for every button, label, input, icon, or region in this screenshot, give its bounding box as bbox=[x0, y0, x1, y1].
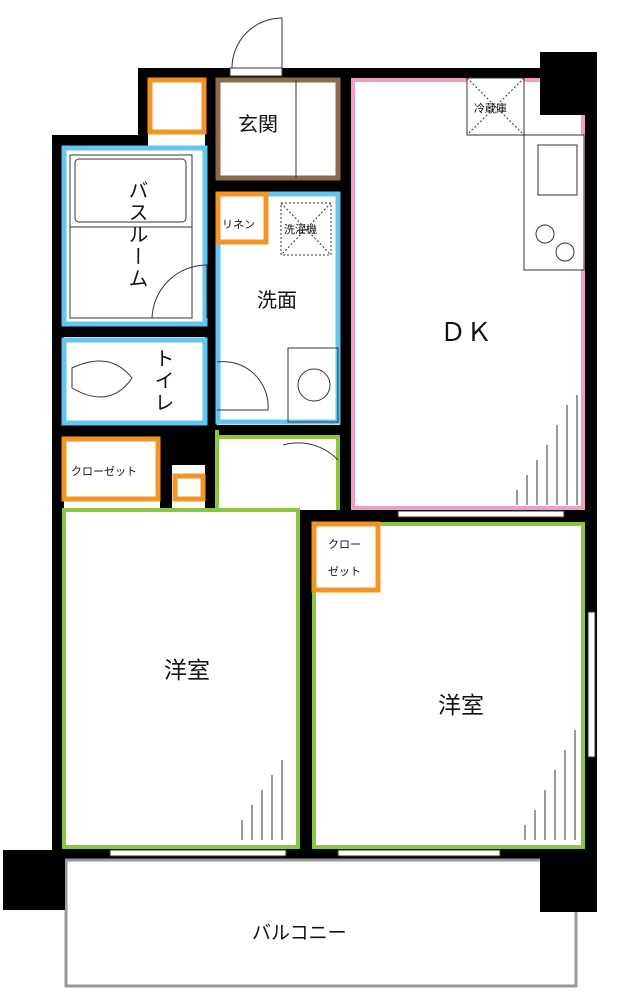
linen-label: リネン bbox=[222, 218, 255, 231]
entrance-closet bbox=[147, 77, 207, 135]
sink-icon bbox=[537, 144, 578, 196]
dk-label: ＤＫ bbox=[440, 318, 493, 348]
refrigerator-label: 冷蔵庫 bbox=[474, 102, 507, 115]
western-room-right-label: 洋室 bbox=[438, 693, 484, 719]
bathroom-area bbox=[61, 145, 208, 327]
closet-right-label-2: ゼット bbox=[328, 565, 361, 578]
western-room-left-label: 洋室 bbox=[164, 658, 210, 684]
kitchen-counter bbox=[523, 134, 585, 271]
washroom-label: 洗面 bbox=[257, 288, 297, 312]
entrance-label: 玄関 bbox=[238, 112, 278, 136]
stove-icon bbox=[535, 224, 555, 244]
closet-left bbox=[61, 436, 161, 502]
closet-right-label-1: クロー bbox=[328, 538, 361, 551]
washing-machine-label: 洗濯機 bbox=[284, 223, 317, 236]
balcony-label: バルコニー bbox=[252, 922, 347, 944]
closet-right bbox=[311, 521, 381, 593]
balcony-area bbox=[64, 858, 578, 988]
western-room-left-area bbox=[62, 508, 300, 849]
entrance-area bbox=[215, 77, 341, 181]
closet-left-label: クローゼット bbox=[71, 465, 137, 478]
linen-closet bbox=[215, 191, 269, 245]
toilet-label: トイレ bbox=[151, 348, 175, 414]
bathroom-label: バスルーム bbox=[125, 180, 149, 290]
